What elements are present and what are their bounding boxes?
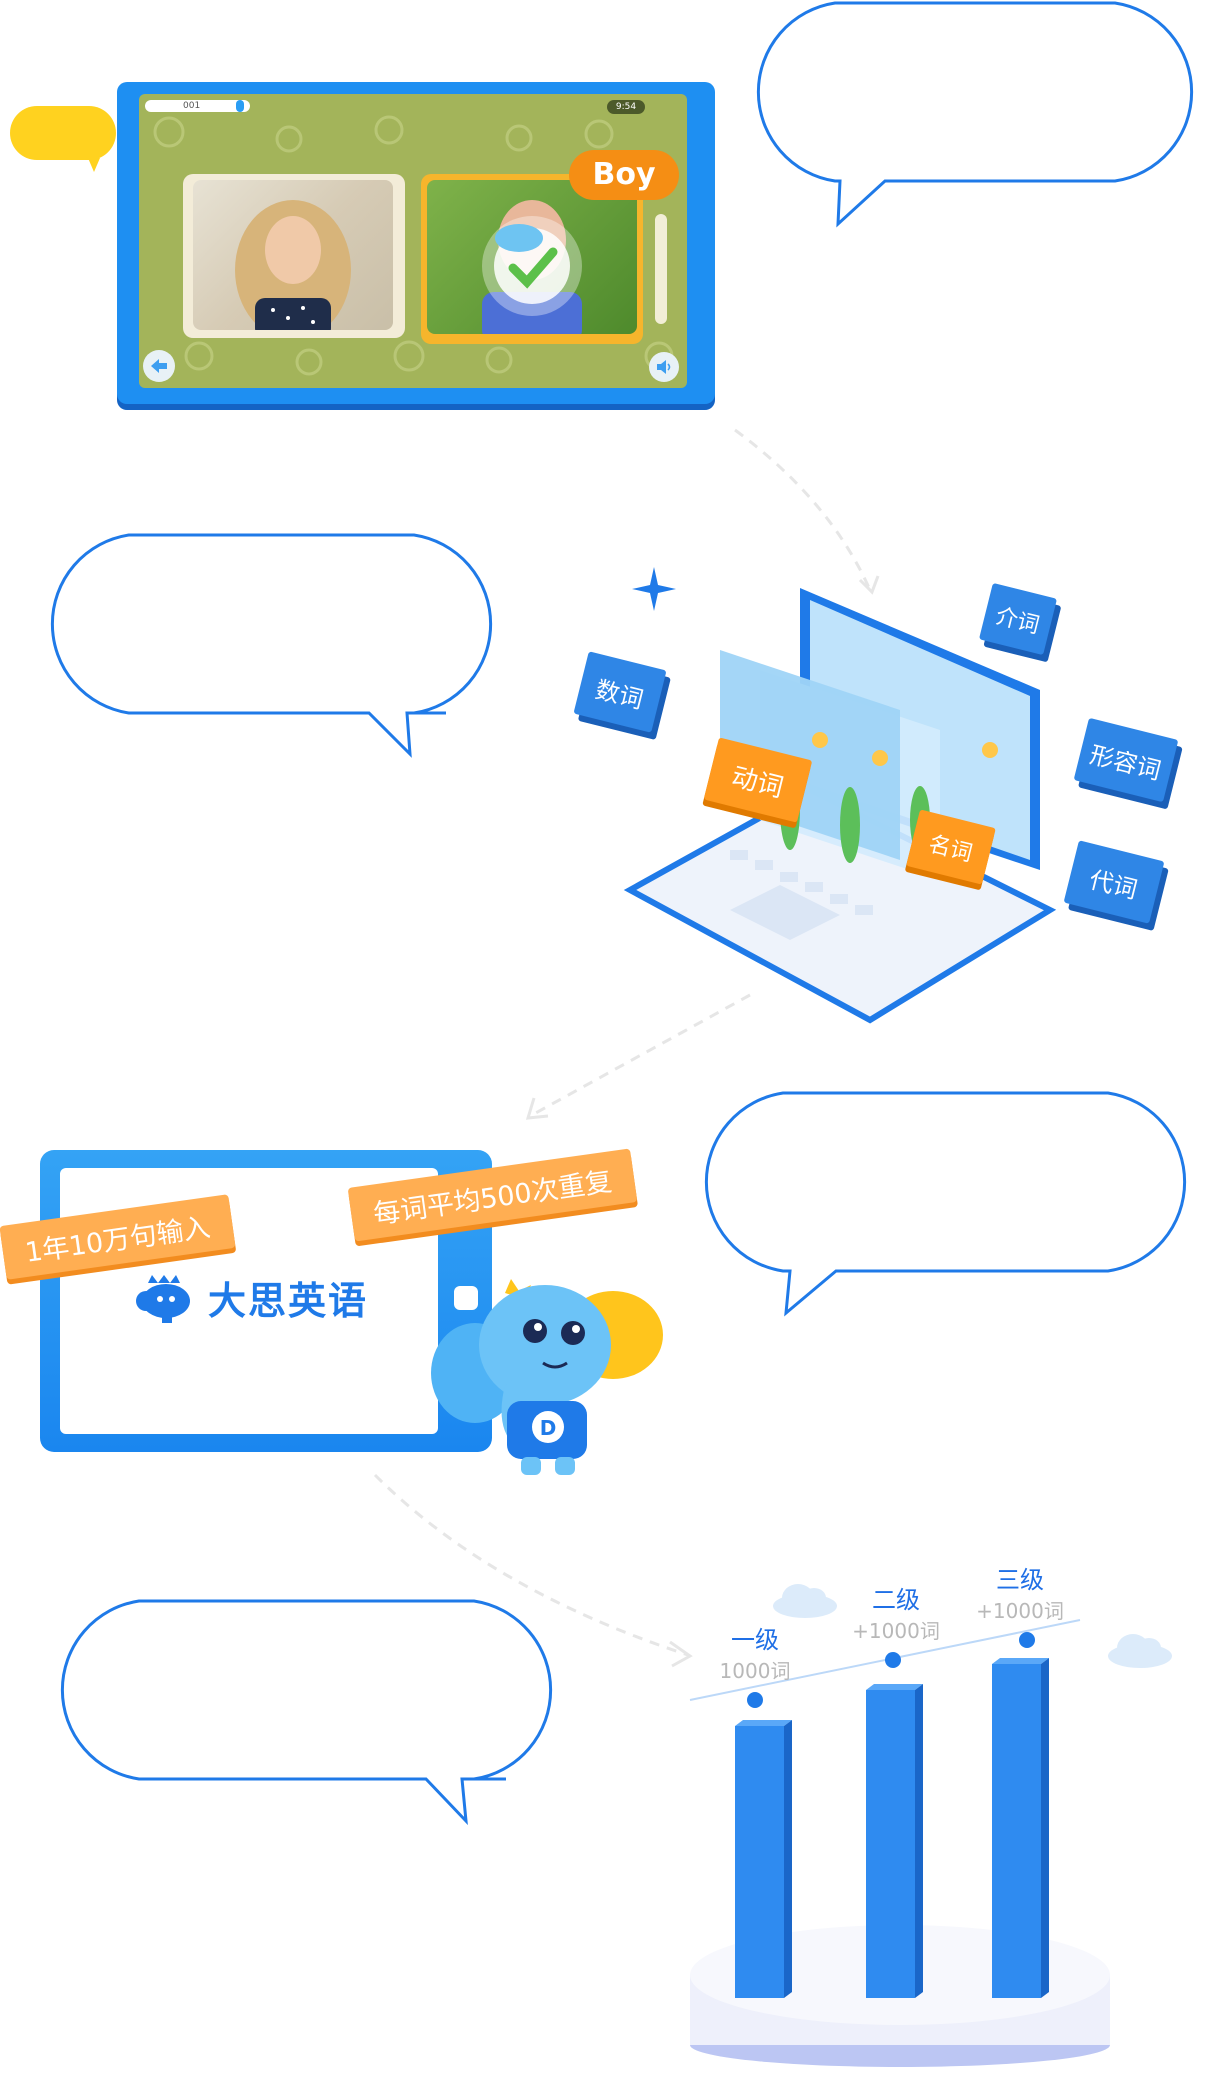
boy-photo <box>427 180 637 334</box>
brand-name: 大思英语 <box>208 1279 369 1323</box>
level-1-name: 一级 <box>731 1626 779 1654</box>
speech-bubble-1 <box>756 1 1194 228</box>
progress-bar: 001 <box>145 100 250 112</box>
audio-button[interactable] <box>649 352 679 382</box>
level-1-point <box>747 1692 763 1708</box>
vertical-slider[interactable] <box>655 214 667 324</box>
dashed-connector-3 <box>373 1473 693 1668</box>
elephant-mascot: D <box>425 1265 670 1489</box>
level-2-words: +1000词 <box>852 1619 940 1643</box>
word-label-bubble: Boy <box>569 150 679 200</box>
cloud-icon-right <box>1105 1628 1175 1676</box>
time-text: 9:54 <box>615 102 637 112</box>
app-screen: 001 9:54 <box>139 94 687 388</box>
back-arrow-icon <box>151 359 167 373</box>
level-2-name: 二级 <box>872 1586 920 1614</box>
yellow-chat-bubble-icon <box>8 104 120 174</box>
sparkle-icon <box>630 565 678 617</box>
speech-bubble-4 <box>60 1599 553 1826</box>
elephant-logo-icon <box>136 1274 190 1323</box>
mascot-shirt-letter: D <box>540 1416 557 1440</box>
speech-bubble-3 <box>704 1091 1187 1317</box>
speaker-icon <box>657 360 671 374</box>
progress-text: 001 <box>183 101 201 111</box>
boy-photo-card[interactable] <box>421 174 643 344</box>
tablet-home-button <box>454 1286 478 1310</box>
level-3-name: 三级 <box>996 1566 1044 1594</box>
level-2-bar <box>866 1684 923 1998</box>
word-label: Boy <box>592 157 656 192</box>
level-3-words: +1000词 <box>976 1599 1064 1623</box>
level-2-point <box>885 1652 901 1668</box>
level-1-bar <box>735 1720 792 1998</box>
speech-bubble-2 <box>50 533 493 758</box>
time-badge: 9:54 <box>607 100 645 114</box>
back-button[interactable] <box>143 350 175 382</box>
level-3-point <box>1019 1632 1035 1648</box>
brand-logo: 大思英语 <box>136 1270 368 1325</box>
dashed-connector-2 <box>525 993 751 1120</box>
dashed-connector-1 <box>734 428 880 595</box>
brand-tablet <box>40 1150 492 1452</box>
girl-photo-card[interactable] <box>183 174 405 338</box>
tablet-frame: 001 9:54 <box>117 82 715 404</box>
tag-pronoun: 代词 <box>1063 840 1165 924</box>
cloud-icon-left <box>770 1580 840 1624</box>
levels-chart <box>680 1560 1130 2074</box>
laptop-illustration <box>620 580 1070 1034</box>
level-1-words: 1000词 <box>719 1659 791 1683</box>
tag-adjective: 形容词 <box>1073 717 1179 803</box>
girl-photo <box>193 180 393 330</box>
level-3-bar <box>992 1658 1049 1998</box>
